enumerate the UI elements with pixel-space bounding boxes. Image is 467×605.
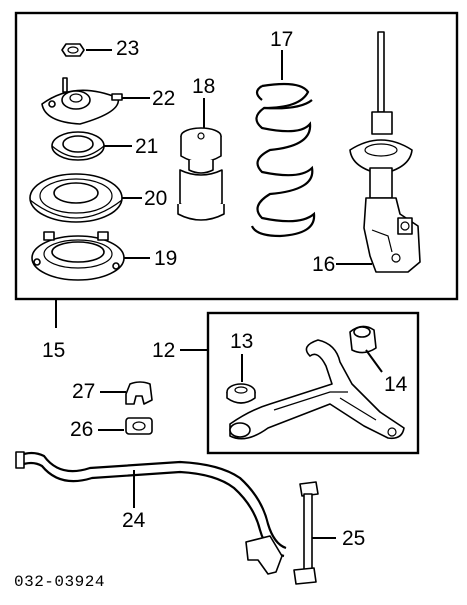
label-part-26: 26 (70, 418, 94, 441)
part-18-bump-stop (177, 127, 225, 221)
part-17-coil-spring (250, 82, 316, 238)
label-part-24: 24 (122, 509, 146, 532)
leader-14 (365, 349, 383, 373)
label-part-25: 25 (342, 527, 366, 550)
lower-arm-frame (206, 311, 420, 455)
part-27-bracket (125, 381, 153, 405)
part-20-spring-seat (29, 173, 123, 223)
label-part-14: 14 (384, 373, 408, 396)
part-14-bushing (349, 325, 377, 354)
diagram-code: 032-03924 (14, 573, 105, 591)
label-part-16: 16 (312, 253, 336, 276)
strut-assembly-frame (14, 11, 459, 301)
label-part-18: 18 (192, 75, 216, 98)
part-24-stabilizer-bar (15, 451, 287, 575)
label-part-22: 22 (152, 87, 176, 110)
leader-lines (55, 49, 383, 539)
part-21-bearing (51, 131, 105, 161)
part-19-spring-seat-lower (31, 231, 125, 281)
label-part-21: 21 (135, 135, 159, 158)
label-part-19: 19 (154, 247, 178, 270)
label-part-23: 23 (116, 37, 140, 60)
part-25-stabilizer-link (293, 481, 319, 585)
part-23-nut (61, 43, 85, 57)
label-part-15: 15 (42, 339, 66, 362)
label-part-13: 13 (230, 330, 254, 353)
part-12-lower-control-arm (229, 339, 405, 440)
label-part-27: 27 (72, 380, 96, 403)
part-16-strut (349, 31, 421, 273)
label-part-20: 20 (144, 187, 168, 210)
label-part-17: 17 (270, 28, 294, 51)
label-part-12: 12 (152, 339, 176, 362)
part-13-bushing (226, 383, 256, 404)
part-26-bushing (125, 417, 153, 435)
part-22-mount-base (41, 77, 123, 125)
